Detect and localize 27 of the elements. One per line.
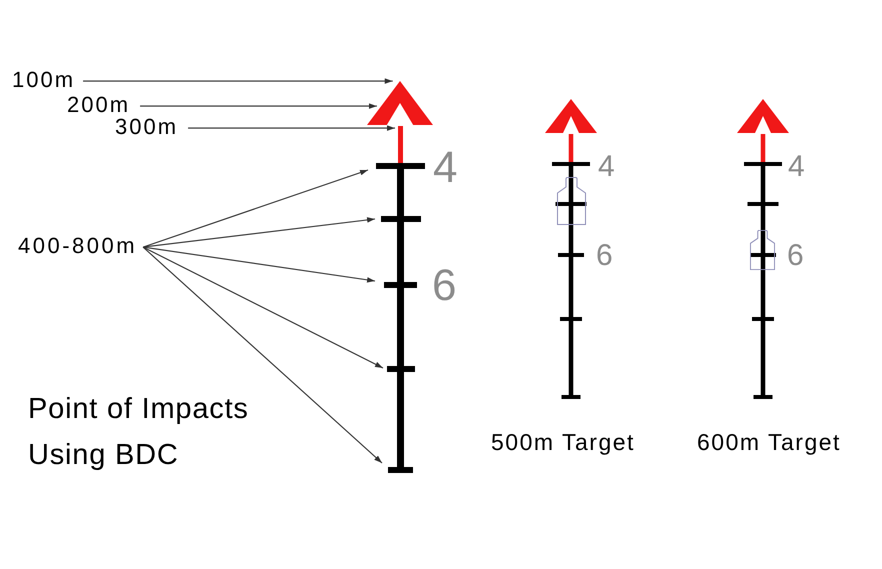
target-caption: 600m Target	[697, 431, 841, 454]
tick-mark	[384, 282, 417, 288]
aiming-chevron	[367, 81, 433, 125]
reticle-number: 6	[787, 241, 804, 271]
reticle-number: 6	[596, 241, 613, 271]
reticle-number: 6	[432, 264, 456, 308]
target-caption: 500m Target	[491, 431, 635, 454]
reticle-number: 4	[598, 152, 615, 182]
arrow	[83, 78, 393, 84]
arrow	[143, 246, 376, 283]
tick-mark	[381, 216, 421, 222]
tick-mark	[388, 467, 413, 473]
arrow	[140, 103, 377, 109]
tick-mark	[376, 163, 425, 169]
distance-label: 100m	[12, 69, 76, 91]
distance-label: 200m	[67, 94, 130, 116]
distance-label: 400-800m	[18, 235, 138, 257]
arrow	[142, 169, 368, 248]
caption-text: Point of Impacts Using BDC	[28, 392, 250, 473]
arrow	[188, 125, 395, 131]
arrow	[142, 246, 384, 368]
distance-label: 300m	[115, 116, 178, 138]
tick-mark	[387, 366, 415, 372]
arrow	[142, 246, 382, 464]
arrow	[143, 217, 376, 248]
reticle-number: 4	[433, 146, 458, 190]
reticle-number: 4	[788, 152, 805, 182]
